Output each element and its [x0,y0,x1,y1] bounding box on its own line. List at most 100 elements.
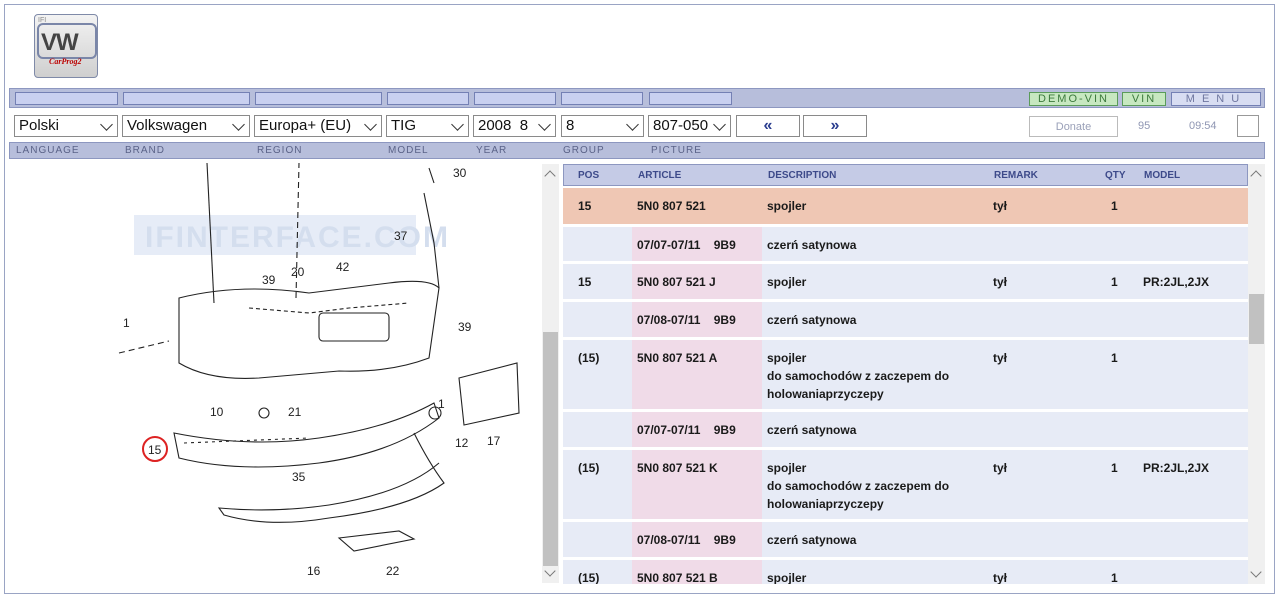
cell-remark: tył [993,199,1008,213]
cell-description: czerń satynowa [767,423,857,437]
bumper-exploded-drawing: IFINTERFACE.COM 30 37 20 42 39 1 [118,162,520,578]
vin-button[interactable]: VIN [1122,92,1166,106]
article-column-bg [632,227,762,261]
table-scrollbar[interactable] [1248,164,1265,584]
language-select[interactable]: Polski [14,115,118,137]
cell-description: spojler [767,275,807,289]
parts-table: POS ARTICLE DESCRIPTION REMARK QTY MODEL… [563,164,1248,584]
donate-button[interactable]: Donate [1029,116,1118,137]
table-row[interactable]: 07/07-07/11 9B9 czerń satynowa [563,227,1248,261]
col-article: ARTICLE [638,170,682,181]
scroll-down-icon[interactable] [1250,566,1262,578]
cell-pos: 15 [578,199,592,213]
cell-qty: 1 [1111,351,1118,365]
table-row[interactable]: 07/07-07/11 9B9 czerń satynowa [563,412,1248,447]
callout-1a: 1 [123,316,130,330]
model-select[interactable]: TIG [386,115,469,137]
prev-picture-button[interactable]: « [736,115,800,137]
group-label: GROUP [563,145,605,156]
cell-article: 5N0 807 521 J [637,275,716,289]
cell-remark: tył [993,571,1008,584]
group-select[interactable]: 8 [561,115,644,137]
cell-description: czerń satynowa [767,313,857,327]
cell-remark: tył [993,461,1008,475]
cell-article: 5N0 807 521 K [637,461,718,475]
year-label: YEAR [476,145,508,156]
parts-diagram[interactable]: IFINTERFACE.COM 30 37 20 42 39 1 [9,162,559,583]
blank-box[interactable] [1237,115,1259,137]
article-column-bg [632,264,762,299]
col-model: MODEL [1144,170,1181,181]
article-column-bg [632,560,762,584]
chevron-down-icon [713,118,726,131]
brand-value: Volkswagen [127,117,208,134]
watermark-text: IFINTERFACE.COM [145,221,450,254]
scroll-thumb[interactable] [1249,294,1264,344]
cell-pos: (15) [578,571,600,584]
article-column-bg [632,450,762,519]
scroll-thumb[interactable] [543,332,558,566]
cell-model: PR:2JL,2JX [1143,275,1210,289]
callout-39a: 39 [262,273,276,287]
article-column-bg [632,302,762,337]
menu-button[interactable]: MENU [1171,92,1261,106]
callout-17: 17 [487,434,501,448]
col-qty: QTY [1105,170,1126,181]
picture-select[interactable]: 807-050 [648,115,731,137]
cell-article: 07/07-07/11 9B9 [637,423,736,437]
scroll-up-icon[interactable] [544,170,556,182]
picture-value: 807-050 [653,117,709,134]
callout-1b: 1 [438,397,445,411]
picture-label: PICTURE [651,145,702,156]
next-picture-button[interactable]: » [803,115,867,137]
cell-article: 07/07-07/11 9B9 [637,238,736,252]
toolbar-slot-group [561,92,643,105]
chevron-down-icon [451,118,464,131]
logo-vw-text: VW [41,29,79,56]
diagram-scrollbar[interactable] [542,164,559,583]
cell-pos: (15) [578,351,600,365]
logo-ifi-text: IFI [38,17,47,24]
cell-description: czerń satynowa [767,533,857,547]
scroll-up-icon[interactable] [1250,170,1262,182]
toolbar-slot-brand [123,92,250,105]
logo-carprog-text: CarProg2 [49,57,82,66]
region-select[interactable]: Europa+ (EU) [254,115,382,137]
year-select[interactable]: 2008 8 [473,115,556,137]
model-label: MODEL [388,145,429,156]
callout-10: 10 [210,405,224,419]
col-description: DESCRIPTION [768,170,837,181]
brand-select[interactable]: Volkswagen [122,115,250,137]
cell-remark: tył [993,275,1008,289]
article-column-bg [632,522,762,557]
toolbar-slot-picture [649,92,732,105]
table-header: POS ARTICLE DESCRIPTION REMARK QTY MODEL [563,164,1248,186]
cell-remark: tył [993,351,1008,365]
cell-qty: 1 [1111,571,1118,584]
demo-vin-button[interactable]: DEMO-VIN [1029,92,1118,106]
model-value: TIG [391,117,416,134]
language-label: LANGUAGE [16,145,80,156]
scroll-down-icon[interactable] [544,565,556,577]
language-value: Polski [19,117,60,134]
brand-label: BRAND [125,145,166,156]
cell-description: spojler [767,199,807,213]
chevron-down-icon [232,118,245,131]
callout-30: 30 [453,166,467,180]
callout-21: 21 [288,405,302,419]
cell-pos: (15) [578,461,600,475]
clock-text: 09:54 [1189,120,1217,132]
callout-37: 37 [394,229,408,243]
cell-description: czerń satynowa [767,238,857,252]
cell-model: PR:2JL,2JX [1143,461,1210,475]
article-column-bg [632,412,762,447]
cell-qty: 1 [1111,199,1118,213]
toolbar-slot-year [474,92,556,105]
